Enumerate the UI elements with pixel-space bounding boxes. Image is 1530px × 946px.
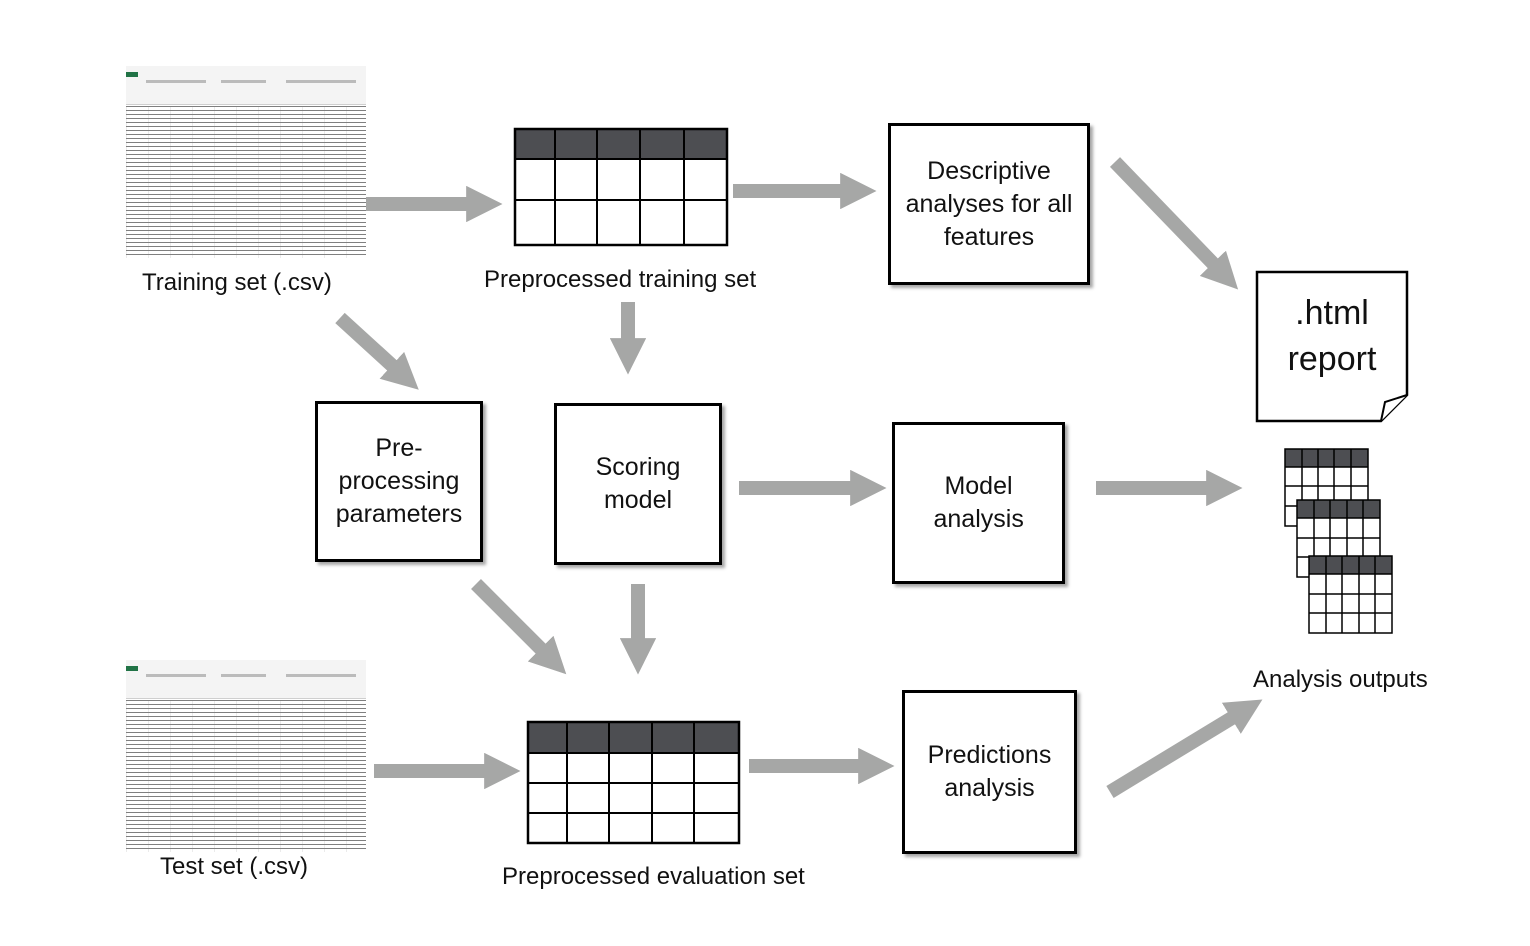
preprocessing-parameters-box: Pre-processing parameters bbox=[315, 401, 483, 562]
arrow-training-to-preprocessing bbox=[335, 312, 419, 390]
descriptive-analyses-label: Descriptive analyses for all features bbox=[905, 156, 1073, 251]
analysis-outputs-caption: Analysis outputs bbox=[1253, 666, 1428, 693]
model-analysis-label: Model analysis bbox=[933, 472, 1024, 533]
preprocessed-evaluation-caption: Preprocessed evaluation set bbox=[502, 863, 805, 890]
model-analysis-box: Model analysis bbox=[892, 422, 1065, 584]
preprocessing-parameters-label: Pre-processing parameters bbox=[335, 434, 463, 528]
test-set-caption: Test set (.csv) bbox=[160, 853, 309, 880]
preprocessed-training-caption: Preprocessed training set bbox=[484, 266, 757, 293]
training-set-caption: Training set (.csv) bbox=[142, 269, 332, 296]
arrow-preprocessing-to-evaluation bbox=[471, 579, 567, 675]
arrow-descriptive-to-report bbox=[1109, 157, 1239, 290]
html-report-line-2: report bbox=[1287, 340, 1377, 378]
evaluation-table-icon bbox=[526, 720, 741, 845]
scoring-model-label: Scoring model bbox=[595, 453, 681, 514]
descriptive-analyses-box: Descriptive analyses for all features bbox=[888, 123, 1090, 285]
scoring-model-box: Scoring model bbox=[554, 403, 722, 565]
output-table-3 bbox=[1308, 555, 1393, 634]
output-tables-icon bbox=[1284, 448, 1393, 634]
html-report-line-1: .html bbox=[1295, 294, 1369, 332]
report-page-icon bbox=[1255, 270, 1409, 423]
predictions-analysis-label: Predictions analysis bbox=[927, 741, 1052, 802]
predictions-analysis-box: Predictions analysis bbox=[902, 690, 1077, 854]
arrow-predictions-to-outputs bbox=[1106, 699, 1263, 798]
training-spreadsheet-icon bbox=[126, 66, 366, 258]
training-table-icon bbox=[513, 127, 729, 247]
html-report-label: .html report bbox=[1257, 290, 1407, 382]
test-spreadsheet-icon bbox=[126, 660, 366, 852]
